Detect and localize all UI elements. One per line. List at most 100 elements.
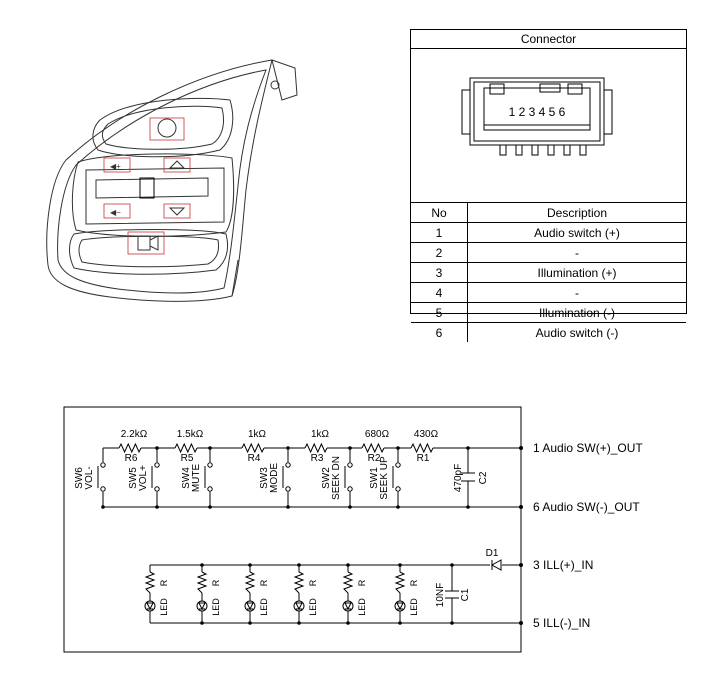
junction-dot [398,621,402,625]
resistor [361,442,385,454]
led-resistor [394,571,406,594]
schematic-parts: 2.2kΩR61.5kΩR51kΩR41kΩR3680ΩR2430ΩR1SW6V… [74,429,643,630]
pin-desc: Audio switch (-) [467,322,686,342]
junction-dot [208,505,212,509]
led-branch [196,565,208,623]
led-branch [394,565,406,623]
resistor [174,442,198,454]
terminal-dot [519,621,523,625]
resistor-zigzag [304,442,328,454]
junction-dot [248,563,252,567]
switch-name: MUTE [191,464,202,493]
junction-dot [466,505,470,509]
resistor-ref: R4 [248,453,261,464]
switch [97,448,106,507]
header-no: No [411,202,468,223]
led-resistor-label: R [308,579,318,586]
resistor-zigzag [410,442,434,454]
led-resistor [342,571,354,594]
led-label: LED [308,598,318,616]
table-row: 2- [411,242,686,263]
switch [344,448,353,507]
schematic-wires [103,447,521,624]
junction-dot [286,505,290,509]
pin-no: 3 [411,262,468,283]
led-triangle [344,602,352,611]
junction-dot [396,505,400,509]
resistor-zigzag [361,442,385,454]
connector-pin-numbers: 1 2 3 4 5 6 [509,105,566,119]
terminal-dot [519,505,523,509]
led-resistor [244,571,256,594]
resistor-ref: R3 [311,453,324,464]
led-triangle [198,602,206,611]
led-branch [144,565,156,623]
switch-contact [395,462,401,468]
pin-desc: - [467,242,686,263]
switch-contact [100,462,106,468]
switch-ref: SW5 [128,467,139,489]
resistor-value: 1kΩ [248,429,267,440]
led-branch [293,565,305,623]
switch-name: VOL- [84,466,95,489]
led-label: LED [357,598,367,616]
led-resistor-label: R [159,579,169,586]
led-resistor-label: R [211,579,221,586]
header-description: Description [467,202,686,223]
junction-dot [297,563,301,567]
switch-label: SW1SEEK UP [369,456,390,500]
switch-contact [347,462,353,468]
resistor-value: 2.2kΩ [121,429,148,440]
switch-contact [395,486,401,492]
pin-desc: Illumination (+) [467,262,686,283]
led-label: LED [259,598,269,616]
junction-dot [297,621,301,625]
schematic-frame [63,406,522,653]
junction-dot [155,505,159,509]
led-resistor-label: R [259,579,269,586]
svg-text:◀−: ◀− [110,208,121,217]
switch [392,448,401,507]
resistor-value: 1.5kΩ [177,429,204,440]
pin-no: 5 [411,302,468,323]
switch-label: SW4MUTE [181,464,202,493]
junction-dot [200,621,204,625]
switch-contact [207,462,213,468]
switch-contact [285,486,291,492]
switch-name: SEEK DN [331,456,342,500]
junction-dot [248,621,252,625]
terminal-label: 6 Audio SW(-)_OUT [533,500,640,514]
connector-title: Connector [411,30,686,49]
led-triangle [246,602,254,611]
switch-contact [285,462,291,468]
schematic: 2.2kΩR61.5kΩR51kΩR41kΩR3680ΩR2430ΩR1SW6V… [63,406,643,653]
pin-desc: Illumination (-) [467,302,686,323]
diode-ref: D1 [486,548,499,559]
resistor-ref: R6 [125,453,138,464]
resistor-ref: R1 [417,453,430,464]
pin-desc: - [467,282,686,303]
junction-dot [208,446,212,450]
junction-dot [101,505,105,509]
diode-gap [490,560,502,570]
led-resistor-label: R [409,579,419,586]
junction-dot [200,563,204,567]
junction-dot [348,505,352,509]
led-resistor [293,571,305,594]
switch-ref: SW2 [321,467,332,489]
terminal-label: 1 Audio SW(+)_OUT [533,441,643,455]
connector-picture [461,77,613,156]
junction-dot [396,446,400,450]
capacitor-value: 10NF [435,583,446,607]
switch-label: SW6VOL- [74,466,95,489]
junction-dot [346,563,350,567]
switch-contact [100,486,106,492]
led-triangle [146,602,154,611]
resistor-zigzag [241,442,265,454]
pin-no: 2 [411,242,468,263]
terminal-label: 3 ILL(+)_IN [533,558,593,572]
